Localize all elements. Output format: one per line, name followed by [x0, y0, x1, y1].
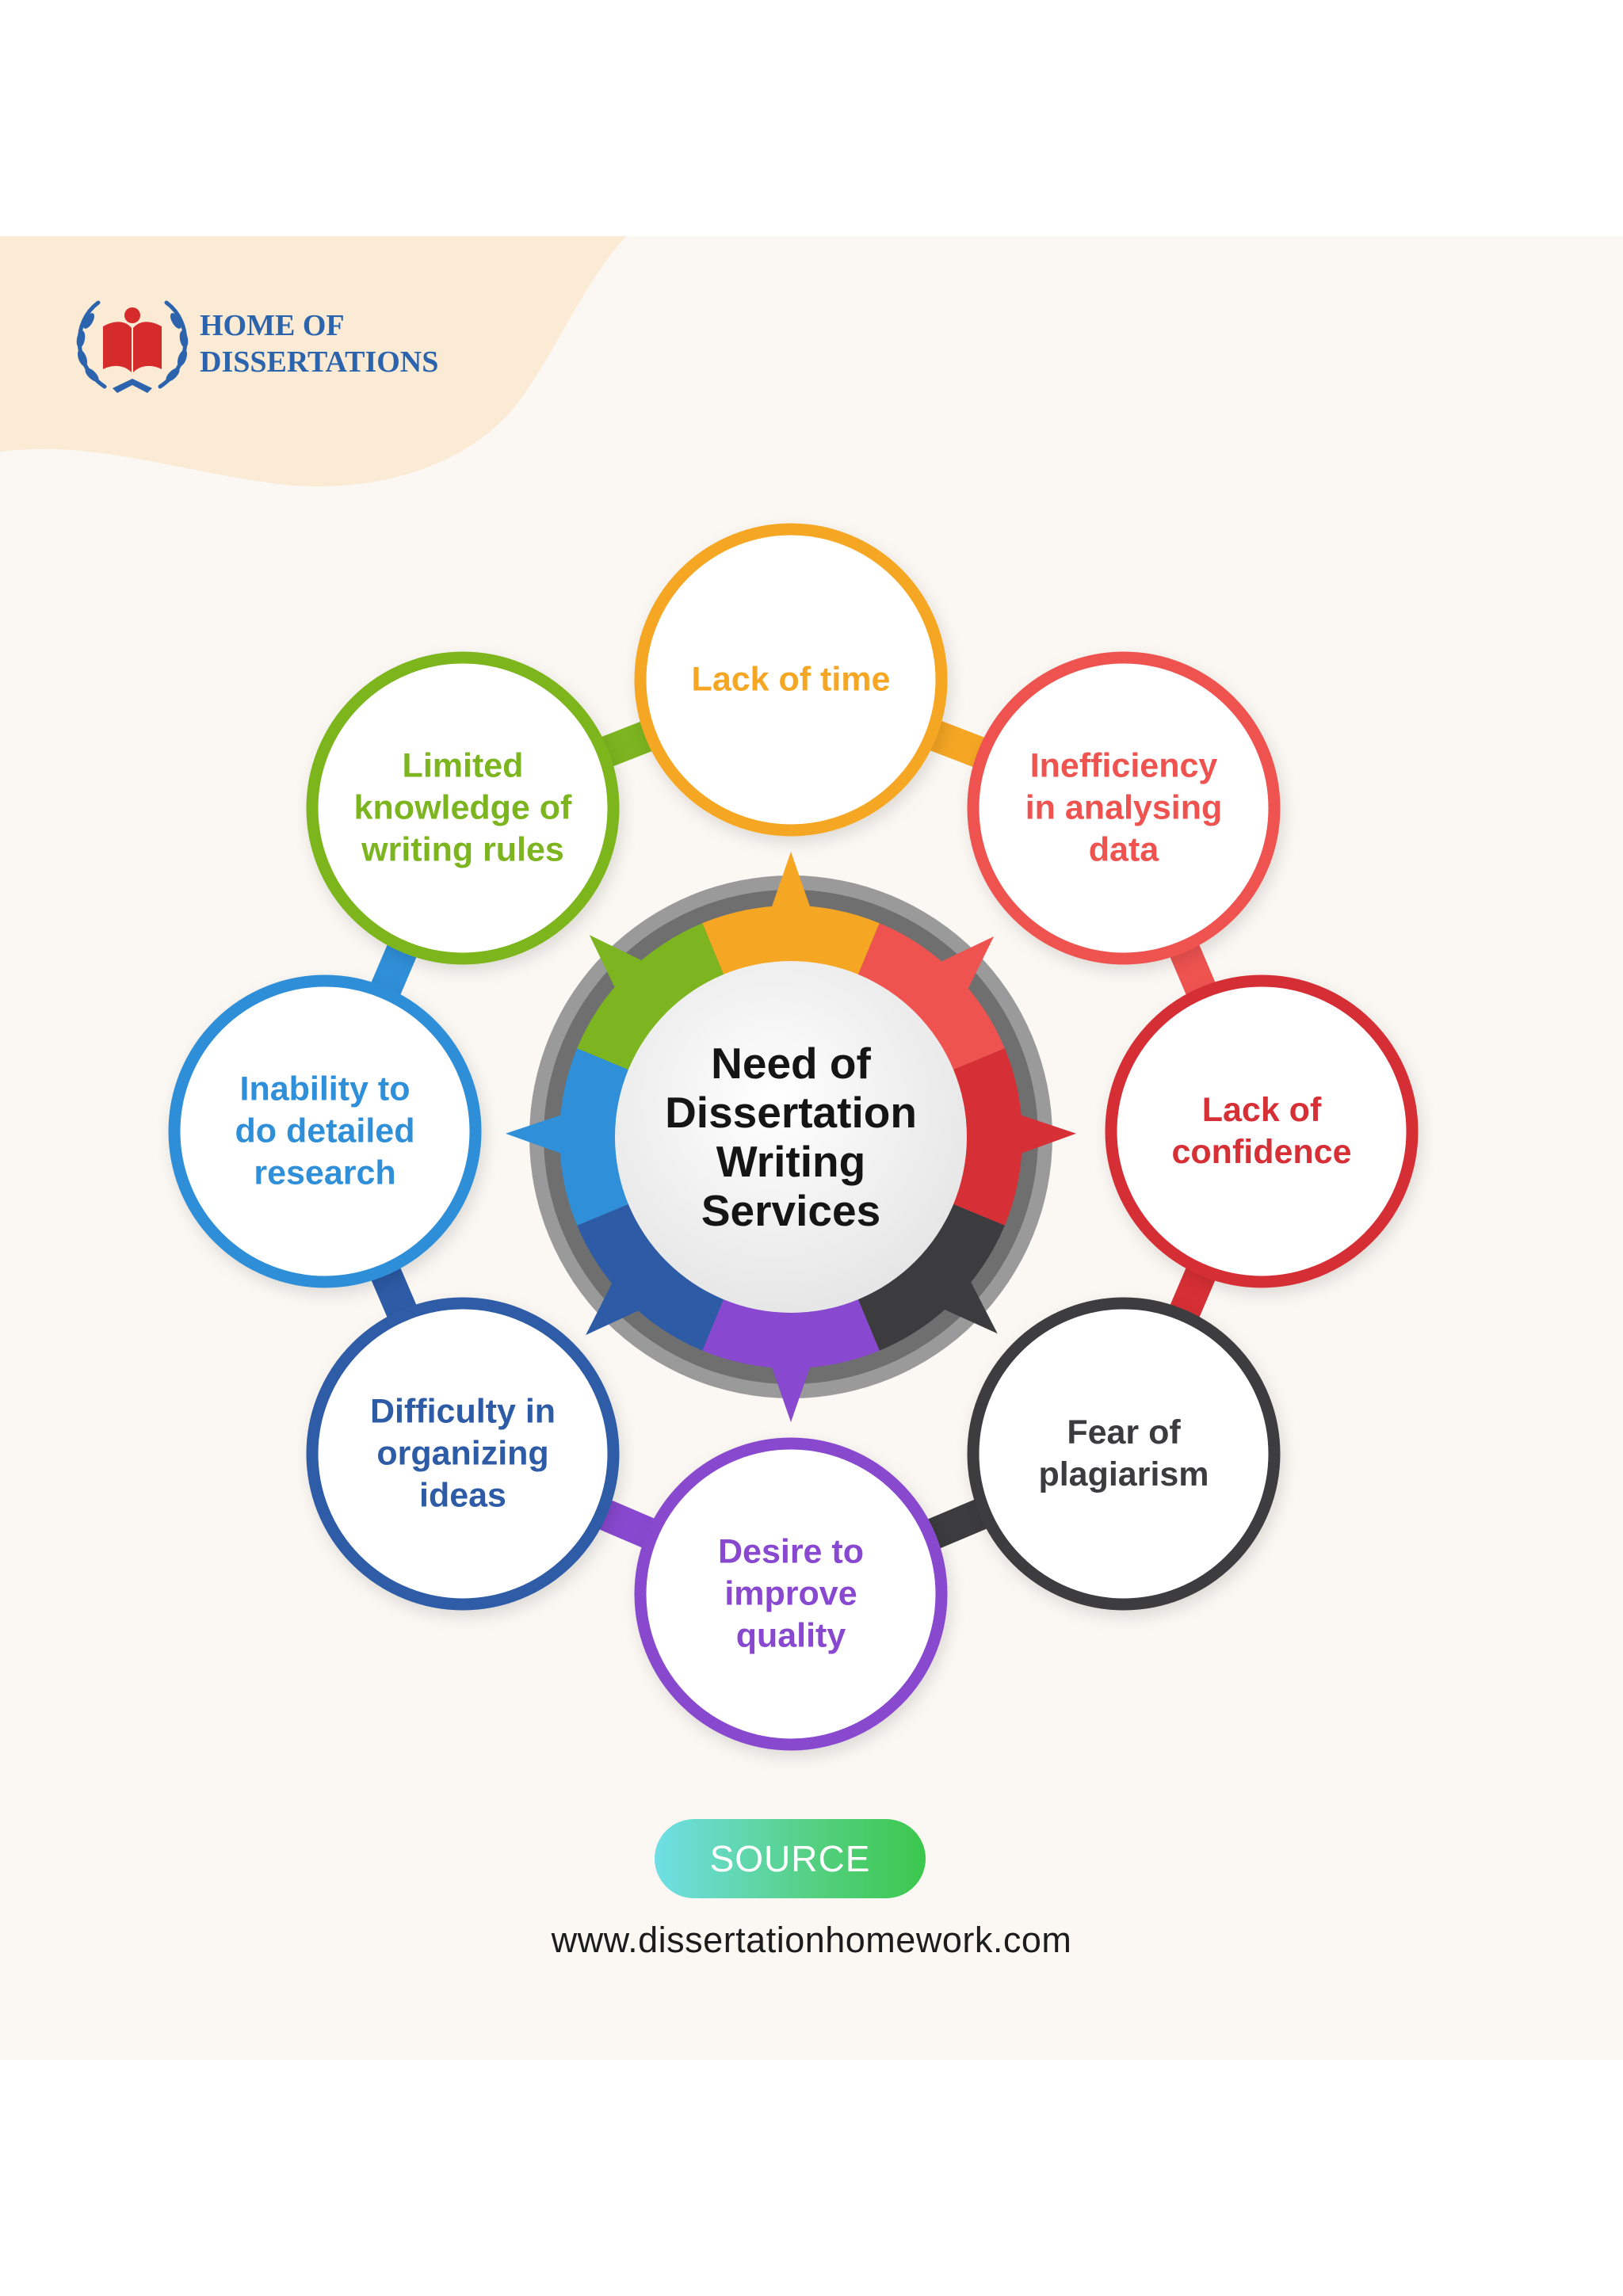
- header-wave: [0, 236, 626, 486]
- pointer-arrow-inability-to-do-detailed-research: [506, 1107, 584, 1161]
- reason-line: Inability to: [239, 1070, 411, 1108]
- brand-line-2: DISSERTATIONS: [200, 345, 439, 379]
- reason-line: confidence: [1171, 1133, 1352, 1171]
- source-url[interactable]: www.dissertationhomework.com: [551, 1920, 1072, 1960]
- reason-line: Desire to: [717, 1532, 864, 1571]
- center-title: Need of Dissertation Writing Services: [648, 1039, 934, 1235]
- source-button[interactable]: SOURCE: [655, 1819, 926, 1898]
- pointer-arrow-inefficiency-in-analysing-data: [919, 936, 995, 1011]
- bubble-inability-to-do-detailed-research: [168, 974, 482, 1288]
- reason-line: ideas: [419, 1476, 506, 1515]
- reason-line: Fear of: [1067, 1413, 1181, 1451]
- brand-name: HOME OF DISSERTATIONS: [200, 307, 438, 380]
- bubble-inefficiency-in-analysing-data: [967, 651, 1281, 965]
- pointer-arrow-difficulty-in-organizing-ideas: [586, 1261, 661, 1336]
- reason-line: Difficulty in: [369, 1392, 556, 1431]
- reason-line: data: [1088, 830, 1159, 869]
- bubble-lack-of-time: [634, 523, 948, 837]
- center-line-1: Need of: [711, 1039, 871, 1088]
- center-line-3: Writing: [716, 1137, 866, 1186]
- pointer-arrow-limited-knowledge-of-writing-rules: [589, 935, 664, 1009]
- reason-line: organizing: [376, 1434, 549, 1473]
- laurel-book-logo: [76, 300, 189, 393]
- reason-label-lack-of-time: Lack of time: [664, 659, 918, 701]
- bubble-limited-knowledge-of-writing-rules: [306, 651, 620, 965]
- reason-line: Limited: [402, 746, 524, 785]
- pointer-arrow-desire-to-improve-quality: [764, 1344, 818, 1422]
- reason-line: plagiarism: [1038, 1455, 1209, 1493]
- reason-label-inability-to-do-detailed-research: Inability to do detailed research: [198, 1069, 452, 1195]
- reason-line: quality: [735, 1616, 846, 1655]
- bubble-desire-to-improve-quality: [634, 1437, 948, 1751]
- reason-label-lack-of-confidence: Lack of confidence: [1135, 1089, 1388, 1173]
- center-hub: [615, 961, 967, 1313]
- reason-line: Inefficiency: [1029, 746, 1218, 785]
- pointer-arrow-lack-of-confidence: [998, 1107, 1076, 1161]
- reason-line: in analysing: [1025, 788, 1223, 827]
- bubble-lack-of-confidence: [1105, 974, 1419, 1288]
- center-line-2: Dissertation: [665, 1088, 917, 1137]
- reason-line: Lack of: [1201, 1091, 1322, 1129]
- bubble-fear-of-plagiarism: [967, 1297, 1281, 1611]
- reason-line: writing rules: [361, 830, 564, 869]
- reason-line: Lack of time: [691, 660, 891, 699]
- brand-line-1: HOME OF: [200, 309, 345, 342]
- bubble-difficulty-in-organizing-ideas: [306, 1297, 620, 1611]
- pointer-arrow-fear-of-plagiarism: [922, 1261, 998, 1334]
- reason-line: research: [254, 1154, 396, 1192]
- center-line-4: Services: [701, 1186, 881, 1235]
- reason-line: knowledge of: [353, 788, 572, 827]
- reason-line: improve: [724, 1574, 857, 1613]
- reason-line: do detailed: [235, 1112, 415, 1150]
- reason-label-fear-of-plagiarism: Fear of plagiarism: [997, 1412, 1251, 1496]
- pointer-arrow-lack-of-time: [764, 852, 818, 929]
